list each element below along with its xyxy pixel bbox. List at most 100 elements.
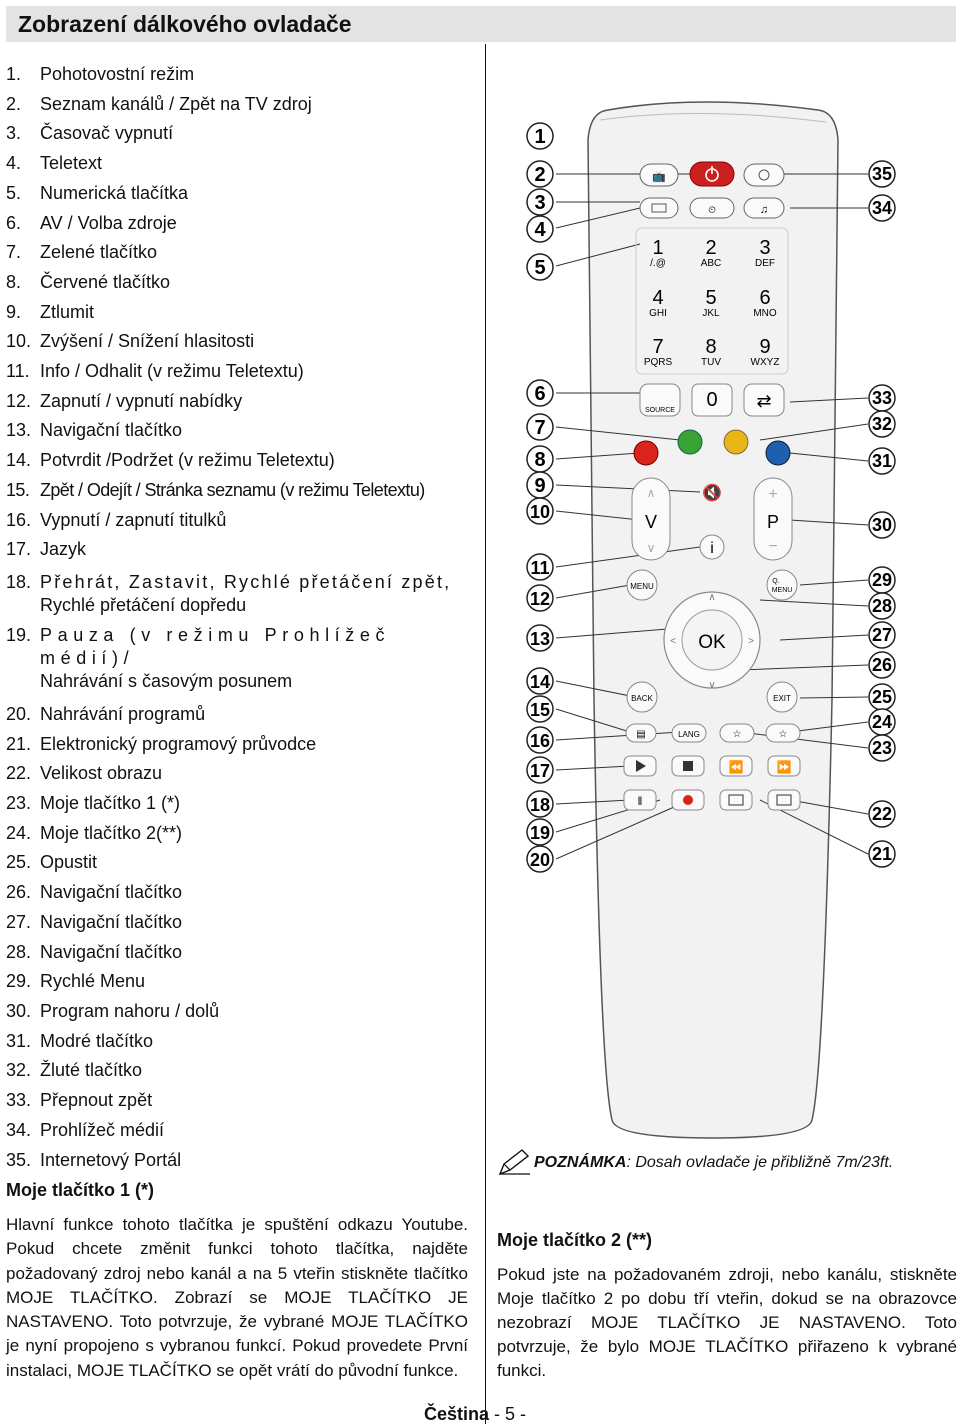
item-text: Nahrávání programů [40, 703, 206, 724]
item-number: 12. [6, 390, 32, 411]
item-text: Modré tlačítko [40, 1030, 154, 1051]
list-item: 29.Rychlé Menu [6, 967, 476, 997]
ok-button[interactable]: OK [698, 632, 726, 653]
blue-button[interactable] [765, 440, 791, 466]
item-text: Seznam kanálů / Zpět na TV zdroj [40, 93, 312, 114]
source-button[interactable]: SOURCE [639, 383, 681, 417]
callout-number: 10 [530, 502, 550, 522]
key-letters: WXYZ [751, 357, 780, 368]
callout: 17 [526, 756, 554, 784]
right-callouts: 35 34 33 32 31 30 29 28 27 26 25 24 23 2… [868, 160, 896, 868]
my-button-1[interactable]: ☆ [719, 723, 755, 743]
key-letters: /.@ [650, 258, 666, 269]
rewind-icon: ⏪ [729, 760, 744, 774]
my-button-2-heading: Moje tlačítko 2 (**) [497, 1230, 653, 1250]
navigation-ring[interactable]: ∧ ∨ < > [663, 591, 761, 691]
yellow-button[interactable] [723, 429, 749, 455]
item-number: 13. [6, 420, 32, 441]
info-button[interactable]: i [699, 534, 725, 560]
back-label: BACK [631, 694, 653, 703]
callout: 22 [868, 800, 896, 828]
program-rocker[interactable]: +P− [753, 477, 793, 561]
rewind-button[interactable]: ⏪ [719, 755, 753, 777]
callout-number: 26 [872, 655, 892, 675]
footer-language: Čeština [424, 1404, 490, 1424]
play-button[interactable] [623, 755, 657, 777]
internet-button[interactable] [743, 163, 785, 187]
item-number: 8. [6, 271, 22, 292]
callout: 21 [868, 840, 896, 868]
callout: 30 [868, 511, 896, 539]
key-digit: 9 [759, 336, 770, 358]
key-letters: MNO [753, 308, 777, 319]
key-1[interactable]: 1/.@ [650, 237, 666, 269]
picture-size-button[interactable] [767, 789, 801, 811]
item-text: Potvrdit /Podržet (v režimu Teletextu) [40, 450, 335, 471]
callout-number: 16 [530, 731, 550, 751]
item-number: 22. [6, 763, 32, 784]
callout: 15 [526, 695, 554, 723]
list-item: 7.Zelené tlačítko [6, 238, 476, 268]
epg-icon [728, 794, 744, 806]
exit-button[interactable]: EXIT [766, 681, 798, 713]
stop-button[interactable] [671, 755, 705, 777]
item-number: 1. [6, 64, 22, 84]
callout-number: 21 [872, 844, 892, 864]
sleep-timer-button[interactable]: ⏲ [689, 197, 735, 219]
callout: 13 [526, 624, 554, 652]
callout-number: 24 [872, 712, 892, 732]
callout-number: 9 [534, 475, 545, 497]
epg-button[interactable] [719, 789, 753, 811]
back-button[interactable]: BACK [626, 681, 658, 713]
green-button[interactable] [677, 429, 703, 455]
key-letters: PQRS [644, 357, 673, 368]
callout-number: 30 [872, 515, 892, 535]
list-item: 19.Pauza (v režimu Prohlížeč médií)/Nahr… [6, 624, 476, 693]
key-letters: TUV [701, 357, 721, 368]
vol-label: V [645, 512, 657, 532]
list-item: 34.Prohlížeč médií [6, 1116, 476, 1146]
language-button[interactable]: LANG [671, 723, 707, 743]
callout-number: 33 [872, 388, 892, 408]
swap-button[interactable]: ⇄ [743, 383, 785, 417]
key-letters: DEF [755, 258, 775, 269]
quick-menu-button[interactable]: Q.MENU [766, 569, 798, 601]
item-number: 19. [6, 624, 32, 645]
item-text: Časovač vypnutí [40, 123, 174, 144]
media-icon: ♫ [760, 204, 768, 216]
power-button[interactable] [689, 161, 735, 187]
list-item: 3.Časovač vypnutí [6, 119, 476, 149]
search-star-icon: ☆ [779, 729, 788, 740]
list-item: 32.Žluté tlačítko [6, 1056, 476, 1086]
fast-forward-button[interactable]: ⏩ [767, 755, 801, 777]
key-0[interactable]: 0 [691, 383, 733, 417]
teletext-button[interactable] [639, 197, 679, 219]
volume-rocker[interactable]: ∧V∨ [631, 477, 671, 561]
my-button-2-section: Moje tlačítko 2 (**) Pokud jste na požad… [497, 1230, 957, 1383]
ok-label: OK [698, 632, 726, 653]
mute-button[interactable]: 🔇 [702, 483, 722, 502]
callout: 33 [868, 384, 896, 412]
my-button-2[interactable]: ☆ [765, 723, 801, 743]
item-number: 21. [6, 733, 32, 754]
pause-button[interactable]: ‖ [623, 789, 657, 811]
list-item: 28.Navigační tlačítko [6, 938, 476, 968]
red-button[interactable] [633, 440, 659, 466]
subtitle-button[interactable]: ▤ [625, 723, 657, 743]
item-number: 23. [6, 793, 32, 814]
menu-button[interactable]: MENU [626, 569, 658, 601]
list-item: 10.Zvýšení / Snížení hlasitosti [6, 327, 476, 357]
media-browser-button[interactable]: ♫ [743, 197, 785, 219]
record-button[interactable] [671, 789, 705, 811]
tv-button[interactable]: 📺 [639, 163, 679, 187]
stop-icon [683, 761, 693, 771]
info-label: i [710, 540, 714, 557]
